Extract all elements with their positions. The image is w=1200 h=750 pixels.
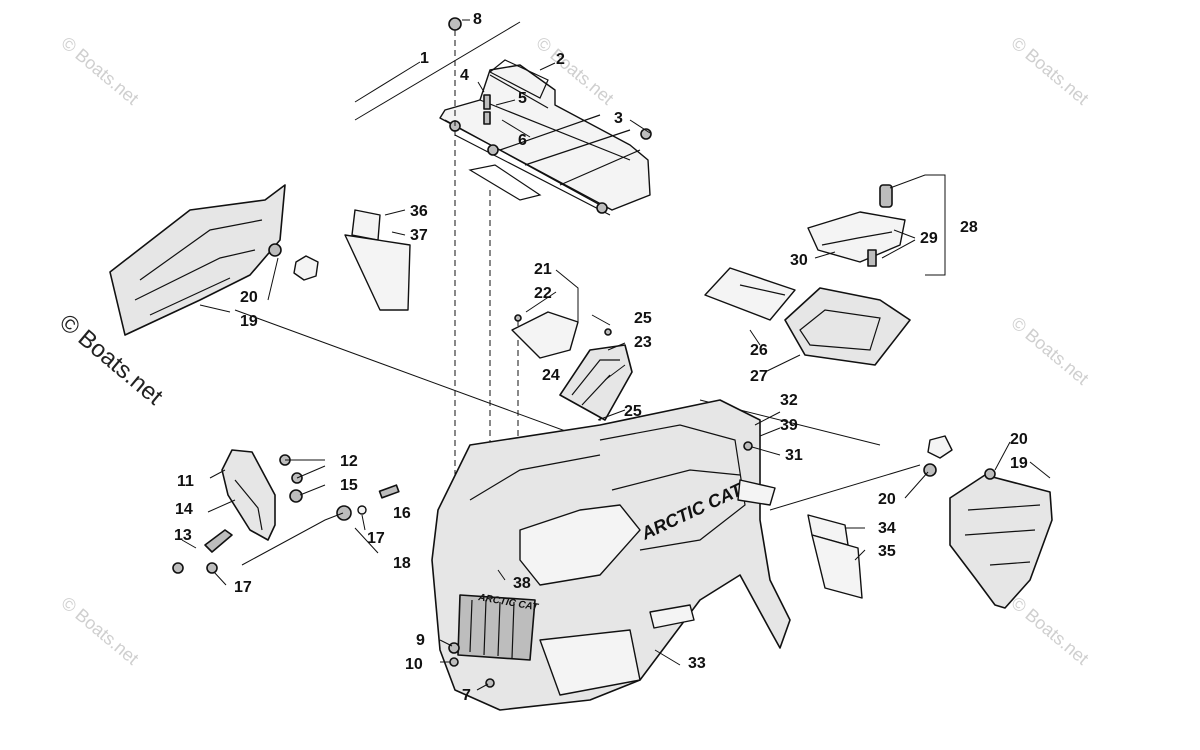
callout-22: 22 [534,285,552,302]
callout-20-left: 20 [240,289,258,306]
callout-19-right: 19 [1010,455,1028,472]
rear-rack [439,59,652,216]
callout-5: 5 [518,90,527,107]
callout-4: 4 [460,67,469,84]
watermark: © Boats.net [1007,33,1092,109]
callout-34: 34 [878,520,896,537]
callout-25-bottom: 25 [624,403,642,420]
callout-20-right: 20 [1010,431,1028,448]
callout-labels: 1 2 3 4 5 6 7 8 9 10 11 12 13 14 15 16 1… [174,11,1028,704]
callout-10: 10 [405,656,423,673]
right-side-panel [923,435,1053,609]
callout-27: 27 [750,368,768,385]
callout-23: 23 [634,334,652,351]
cover-panel [559,328,633,421]
callout-6: 6 [518,132,527,149]
callout-28: 28 [960,219,978,236]
callout-17: 17 [367,530,385,547]
callout-14: 14 [175,501,193,518]
callout-2: 2 [556,51,565,68]
callout-21: 21 [534,261,552,278]
callout-13: 13 [174,527,192,544]
callout-17b: 17 [234,579,252,596]
callout-19-left: 19 [240,313,258,330]
decals-36-37 [344,209,411,311]
callout-24: 24 [542,367,560,384]
storage-tray [704,267,796,321]
watermark: © Boats.net [1007,313,1092,389]
callout-37: 37 [410,227,428,244]
callout-1: 1 [420,50,429,67]
storage-lid [807,184,906,267]
callout-20-mid: 20 [878,491,896,508]
callout-29: 29 [920,230,938,247]
callout-15: 15 [340,477,358,494]
watermark: © Boats.net [57,593,142,669]
callout-35: 35 [878,543,896,560]
storage-bin [784,287,911,366]
callout-9: 9 [416,632,425,649]
watermark: © Boats.net [57,33,142,109]
watermark: © Boats.net [1007,593,1092,669]
headlight-bracket [172,449,400,574]
callout-7: 7 [462,687,471,704]
watermark-large: © Boats.net [54,309,168,411]
callout-38: 38 [513,575,531,592]
callout-36: 36 [410,203,428,220]
callout-32: 32 [780,392,798,409]
callout-26: 26 [750,342,768,359]
callout-30: 30 [790,252,808,269]
callout-25-top: 25 [634,310,652,327]
callout-3: 3 [614,110,623,127]
callout-18: 18 [393,555,411,572]
callout-33: 33 [688,655,706,672]
left-side-panel [109,184,319,336]
callout-31: 31 [785,447,803,464]
front-fender: ARCTIC CAT ARCTIC CAT [431,399,791,711]
callout-16: 16 [393,505,411,522]
access-panel [511,311,579,359]
callout-12: 12 [340,453,358,470]
callout-39: 39 [780,417,798,434]
callout-8: 8 [473,11,482,28]
callout-11: 11 [177,473,194,490]
decals-34-35 [807,514,863,599]
